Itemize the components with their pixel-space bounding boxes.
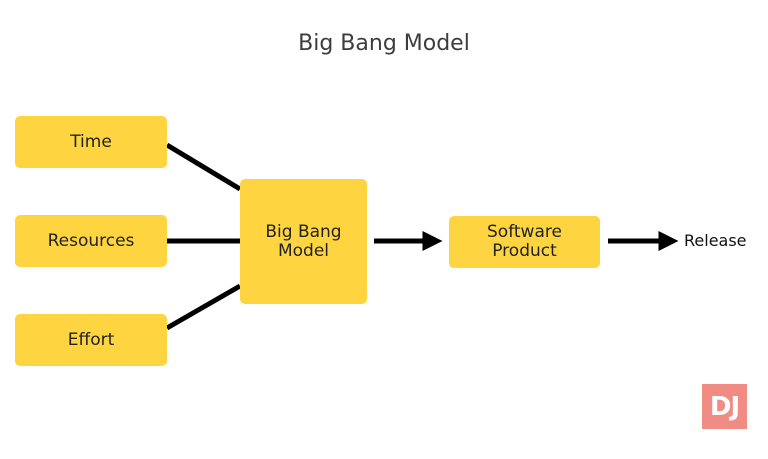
diagram-title: Big Bang Model <box>298 31 470 56</box>
dj-logo: DJ <box>702 384 747 429</box>
input-time-label: Time <box>70 131 112 152</box>
software-product-label: Software Product <box>487 222 562 261</box>
input-time-box: Time <box>15 116 167 168</box>
release-label: Release <box>684 231 747 250</box>
connector-effort <box>165 283 242 331</box>
connector-time <box>165 142 242 192</box>
input-effort-label: Effort <box>67 329 115 350</box>
software-product-box: Software Product <box>449 216 600 268</box>
input-effort-box: Effort <box>15 314 167 366</box>
input-resources-box: Resources <box>15 215 167 267</box>
big-bang-model-label: Big Bang Model <box>265 221 342 261</box>
big-bang-model-box: Big Bang Model <box>240 179 367 304</box>
input-resources-label: Resources <box>47 230 135 251</box>
